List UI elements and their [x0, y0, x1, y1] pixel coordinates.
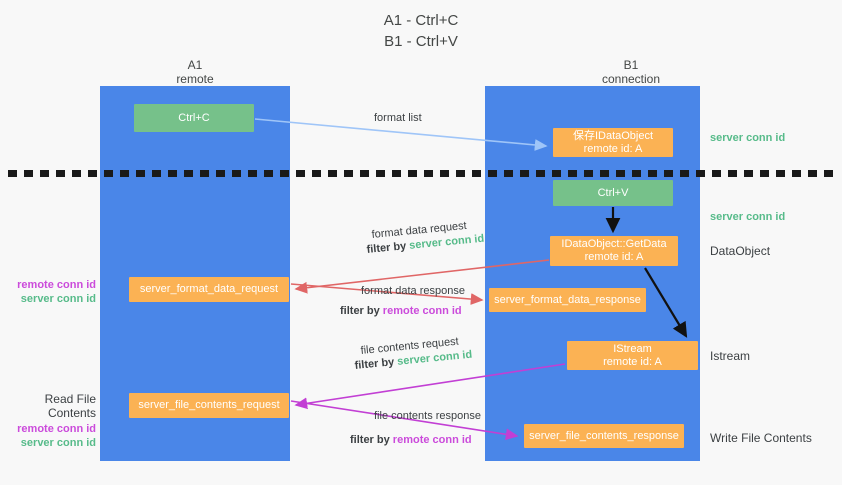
- column-header-a1-role: remote: [176, 72, 214, 86]
- diagram-title: A1 - Ctrl+C B1 - Ctrl+V: [0, 10, 842, 52]
- column-header-a1-name: A1: [187, 58, 203, 72]
- box-istream[interactable]: IStream remote id: A: [567, 341, 698, 370]
- annotation-remote-conn-id-2: remote conn id: [17, 423, 96, 435]
- title-line-1: A1 - Ctrl+C: [383, 12, 459, 29]
- annotation-read-file-contents: Read File Contents: [44, 392, 96, 420]
- edge-label-file-contents-response-filter: filter by remote conn id: [350, 433, 472, 448]
- column-header-a1: A1 remote: [118, 58, 272, 86]
- annotation-remote-conn-id-1: remote conn id: [17, 279, 96, 291]
- annotation-istream: Istream: [710, 349, 751, 363]
- filter-prefix: filter by: [340, 305, 383, 317]
- filter-prefix: filter by: [366, 239, 410, 256]
- edge-label-format-data-response: format data response: [361, 285, 465, 297]
- box-ctrl-c-line1: Ctrl+C: [178, 111, 210, 124]
- box-server-file-contents-request[interactable]: server_file_contents_request: [129, 393, 289, 418]
- edge-label-format-data-response-filter: filter by remote conn id: [340, 304, 462, 319]
- box-server-file-contents-response[interactable]: server_file_contents_response: [524, 424, 684, 448]
- annotation-server-conn-id-mid: server conn id: [710, 211, 786, 223]
- box-save-idataobject[interactable]: 保存IDataObject remote id: A: [553, 128, 673, 157]
- annotation-write-file-contents: Write File Contents: [710, 431, 812, 445]
- box-server-format-data-response-label: server_format_data_response: [494, 293, 641, 306]
- annotation-server-conn-id-1: server conn id: [20, 293, 96, 305]
- box-idataobject-getdata[interactable]: IDataObject::GetData remote id: A: [550, 236, 678, 266]
- annotation-server-conn-id-top: server conn id: [710, 132, 786, 144]
- box-idataobject-getdata-line2: remote id: A: [584, 251, 644, 263]
- column-header-b1-role: connection: [601, 72, 661, 86]
- edge-label-file-contents-response: file contents response: [374, 410, 482, 422]
- box-idataobject-getdata-line1: IDataObject::GetData: [561, 238, 667, 250]
- annotation-dataobject: DataObject: [710, 244, 771, 258]
- dashed-divider: [8, 170, 836, 177]
- filter-key-remote-conn-id: remote conn id: [382, 305, 462, 317]
- annotation-server-conn-id-2: server conn id: [20, 437, 96, 449]
- box-server-file-contents-request-label: server_file_contents_request: [138, 399, 280, 411]
- box-ctrl-v-line1: Ctrl+V: [597, 186, 629, 199]
- box-save-idataobject-line2: remote id: A: [583, 142, 643, 155]
- box-istream-line1: IStream: [613, 342, 652, 355]
- filter-prefix: filter by: [354, 355, 398, 372]
- box-save-idataobject-line1: 保存IDataObject: [572, 129, 654, 142]
- edge-label-format-list: format list: [374, 112, 422, 124]
- box-ctrl-c[interactable]: Ctrl+C: [134, 104, 254, 132]
- box-server-format-data-request[interactable]: server_format_data_request: [129, 277, 289, 302]
- box-server-file-contents-response-label: server_file_contents_response: [529, 429, 679, 442]
- box-server-format-data-response[interactable]: server_format_data_response: [489, 288, 646, 312]
- column-header-b1-name: B1: [623, 58, 639, 72]
- box-ctrl-v[interactable]: Ctrl+V: [553, 180, 673, 206]
- filter-prefix: filter by: [350, 434, 393, 446]
- title-line-2: B1 - Ctrl+V: [384, 33, 458, 50]
- annotation-conn-id-block-2: Read File Contents remote conn id server…: [4, 392, 96, 450]
- column-header-b1: B1 connection: [528, 58, 734, 86]
- box-istream-line2: remote id: A: [603, 355, 662, 368]
- annotation-conn-id-block-1: remote conn id server conn id: [4, 278, 96, 306]
- filter-key-remote-conn-id: remote conn id: [392, 434, 472, 446]
- box-server-format-data-request-label: server_format_data_request: [139, 283, 279, 295]
